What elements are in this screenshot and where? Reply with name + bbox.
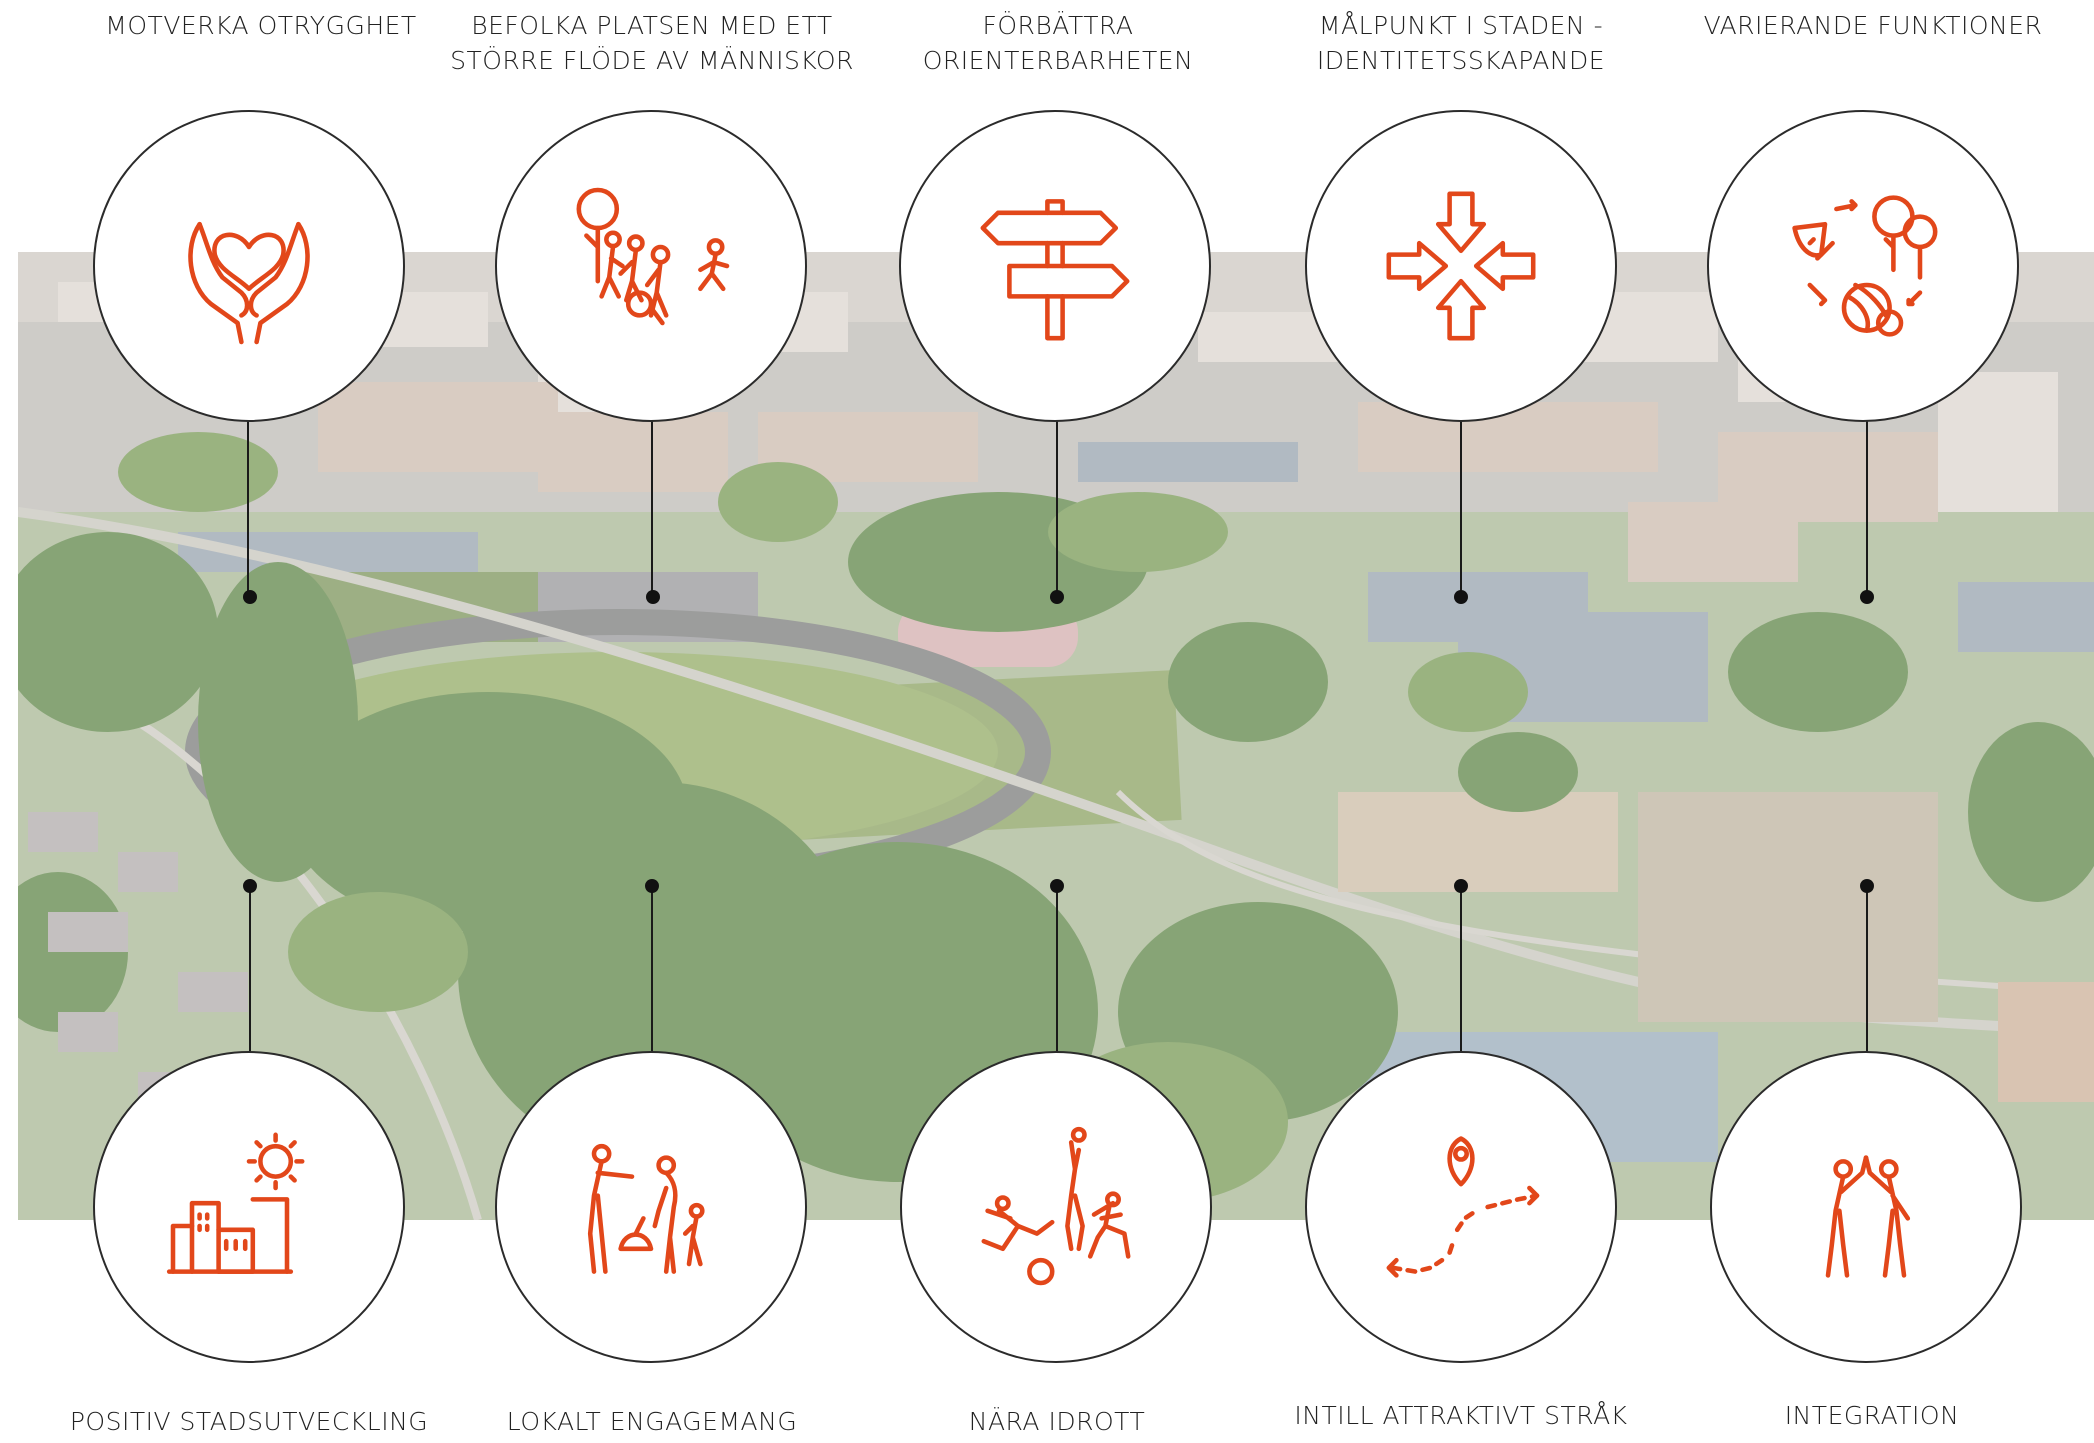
heart-hands-icon (188, 221, 310, 345)
circle-varierande-funktioner (1707, 110, 2019, 422)
location-dot (1860, 879, 1874, 893)
location-dot (243, 879, 257, 893)
athletes-icon (981, 1126, 1131, 1286)
circle-motverka-otrygghet (93, 110, 405, 422)
location-dot (645, 879, 659, 893)
location-dot (1454, 879, 1468, 893)
label-varierande-funktioner: VARIERANDE FUNKTIONER (1703, 11, 2043, 40)
people-crowd-icon (576, 187, 730, 326)
gardening-people-icon (587, 1143, 705, 1274)
circle-intill-attraktivt-strak (1305, 1051, 1617, 1363)
location-dot (646, 590, 660, 604)
connector-line (1460, 400, 1462, 597)
circle-positiv-stadsutveckling (93, 1051, 405, 1363)
city-sun-icon (166, 1132, 305, 1274)
label-positiv-stadsutveckling: POSITIV STADSUTVECKLING (69, 1407, 429, 1436)
label-nara-idrott: NÄRA IDROTT (968, 1407, 1146, 1436)
high-five-icon (1825, 1155, 1911, 1278)
connector-line (651, 400, 653, 597)
connector-line (651, 886, 653, 1066)
circle-lokalt-engagemang (495, 1051, 807, 1363)
label-intill-attraktivt-strak: INTILL ATTRAKTIVT STRÅK (1294, 1401, 1628, 1430)
functions-cycle-icon (1792, 195, 1938, 337)
label-integration: INTEGRATION (1784, 1401, 1960, 1430)
label-befolka-platsen: BEFOLKA PLATSEN MED ETT STÖRRE FLÖDE AV … (450, 11, 854, 75)
connector-line (1056, 400, 1058, 597)
circle-malpunkt-i-staden (1305, 110, 1617, 422)
converging-arrows-icon (1386, 191, 1536, 341)
circle-forbattra-orienterbarheten (899, 110, 1211, 422)
circle-befolka-platsen (495, 110, 807, 422)
connector-line (1866, 886, 1868, 1066)
connector-line (247, 400, 249, 597)
connector-line (1460, 886, 1462, 1066)
connector-line (1056, 886, 1058, 1066)
location-dot (1860, 590, 1874, 604)
connector-line (1866, 400, 1868, 597)
circle-nara-idrott (900, 1051, 1212, 1363)
label-motverka-otrygghet: MOTVERKA OTRYGGHET (105, 11, 417, 40)
signpost-icon (980, 199, 1130, 341)
label-forbattra-orienterbarheten: FÖRBÄTTRA ORIENTERBARHETEN (922, 11, 1194, 75)
location-dot (1050, 879, 1064, 893)
location-dot (1454, 590, 1468, 604)
label-malpunkt-i-staden: MÅLPUNKT I STADEN - IDENTITETSSKAPANDE (1316, 11, 1606, 75)
circle-integration (1710, 1051, 2022, 1363)
label-lokalt-engagemang: LOKALT ENGAGEMANG (506, 1407, 798, 1436)
location-path-icon (1386, 1136, 1540, 1278)
location-dot (243, 590, 257, 604)
connector-line (249, 886, 251, 1066)
location-dot (1050, 590, 1064, 604)
